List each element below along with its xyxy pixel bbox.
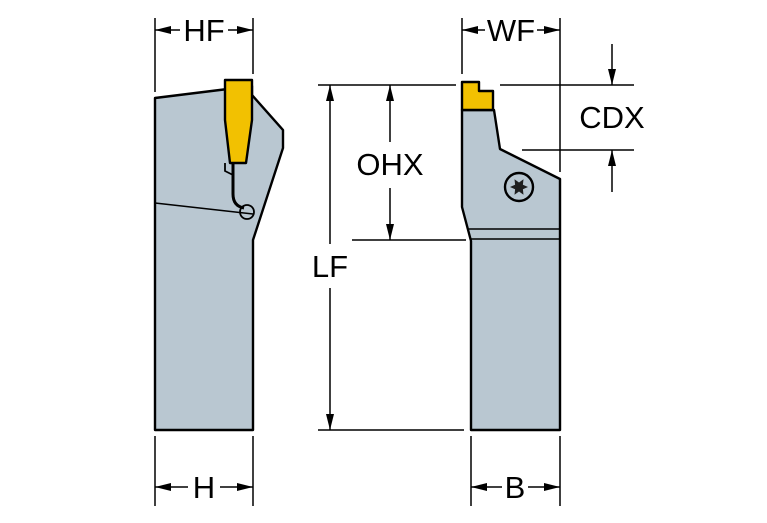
torx-star-icon: [510, 179, 528, 195]
dim-ohx: OHX: [352, 85, 466, 241]
side-view: [153, 78, 285, 432]
dimensions: HF WF CDX OHX: [154, 13, 645, 506]
front-view: [460, 80, 562, 432]
insert-pocket-step: [224, 163, 234, 176]
dim-lf: LF: [312, 85, 464, 431]
dim-label-wf: WF: [487, 13, 535, 48]
dim-label-ohx: OHX: [356, 147, 424, 182]
side-view-tool-body: [153, 84, 285, 432]
clamp-slot-hole: [239, 204, 255, 220]
side-view-seam-line: [154, 202, 254, 215]
front-view-insert: [460, 80, 495, 112]
front-view-tool-body: [460, 108, 562, 432]
dim-label-cdx: CDX: [579, 100, 645, 135]
dim-wf: WF: [461, 13, 561, 172]
dim-h: H: [154, 436, 254, 506]
dim-b: B: [470, 436, 561, 506]
dim-label-b: B: [505, 470, 526, 505]
dim-label-lf: LF: [312, 249, 348, 284]
dim-label-hf: HF: [183, 13, 224, 48]
dim-hf: HF: [154, 13, 254, 92]
dim-label-h: H: [193, 470, 215, 505]
dim-cdx: CDX: [500, 44, 645, 192]
side-view-insert: [223, 78, 254, 165]
